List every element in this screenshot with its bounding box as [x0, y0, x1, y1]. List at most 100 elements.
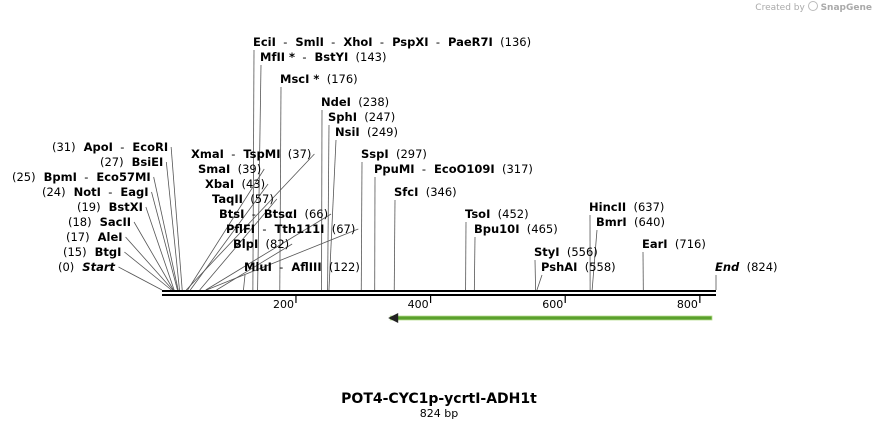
- label-text: (122): [322, 260, 360, 274]
- leader-line: [187, 168, 265, 291]
- label-text: (15): [63, 245, 87, 259]
- label-text: (37): [280, 147, 311, 161]
- enzyme-label[interactable]: TaqII (57): [212, 192, 274, 206]
- enzyme-label[interactable]: (31) ApoI - EcoRI: [52, 140, 168, 154]
- credit-prefix: Created by: [755, 3, 805, 13]
- label-text: -: [244, 207, 255, 221]
- site-name: SmlI: [287, 35, 324, 49]
- enzyme-label[interactable]: BtsI - BtsαI (66): [219, 207, 328, 221]
- enzyme-label[interactable]: SfcI (346): [394, 185, 457, 199]
- leader-line: [206, 228, 359, 291]
- leader-line: [327, 124, 330, 291]
- label-text: (57): [243, 192, 274, 206]
- label-text: -: [272, 260, 283, 274]
- enzyme-label[interactable]: MscI * (176): [280, 72, 358, 86]
- label-text: -: [113, 140, 124, 154]
- tick-label-600: 600: [542, 298, 563, 311]
- site-name: SacII: [92, 215, 131, 229]
- enzyme-label[interactable]: SphI (247): [328, 110, 395, 124]
- enzyme-label[interactable]: (27) BsiEI: [100, 155, 163, 169]
- enzyme-label[interactable]: TsoI (452): [465, 207, 529, 221]
- leader-line: [536, 274, 543, 291]
- leader-line: [205, 213, 332, 291]
- leader-line: [252, 49, 255, 291]
- feature-arrow-body[interactable]: [389, 315, 713, 321]
- label-text: (249): [360, 125, 398, 139]
- label-text: (716): [668, 237, 706, 251]
- enzyme-label[interactable]: BmrI (640): [596, 215, 665, 229]
- enzyme-label[interactable]: (25) BpmI - Eco57MI: [12, 170, 151, 184]
- label-text: (465): [519, 222, 557, 236]
- snapgene-credit: Created by SnapGene: [755, 1, 872, 13]
- label-text: -: [276, 35, 287, 49]
- feature-arrow[interactable]: [388, 313, 713, 323]
- label-text: -: [255, 222, 266, 236]
- credit-brand: SnapGene: [820, 3, 872, 13]
- site-name: SphI: [328, 110, 357, 124]
- enzyme-label[interactable]: (19) BstXI: [77, 200, 143, 214]
- site-name: SfcI: [394, 185, 418, 199]
- enzyme-label[interactable]: EarI (716): [642, 237, 706, 251]
- leader-line: [151, 191, 178, 291]
- site-name: EciI: [253, 35, 276, 49]
- site-name: PflFI: [226, 222, 255, 236]
- leader-line: [125, 236, 174, 291]
- label-text: (24): [42, 185, 66, 199]
- enzyme-label[interactable]: XmaI - TspMI (37): [191, 147, 311, 161]
- label-text: -: [429, 35, 440, 49]
- leader-line: [393, 199, 396, 291]
- leader-line: [534, 259, 536, 291]
- site-name: PpuMI: [374, 162, 415, 176]
- label-text: (27): [100, 155, 124, 169]
- enzyme-label[interactable]: HincII (637): [589, 200, 664, 214]
- enzyme-label[interactable]: PflFI - Tth111I (67): [226, 222, 355, 236]
- enzyme-label[interactable]: (15) BtgI: [63, 245, 121, 259]
- site-name: NdeI: [321, 95, 351, 109]
- label-text: -: [415, 162, 426, 176]
- site-name: BlpI: [233, 237, 258, 251]
- site-name: EcoO109I: [426, 162, 495, 176]
- enzyme-label[interactable]: NsiI (249): [335, 125, 398, 139]
- site-name: AleI: [90, 230, 123, 244]
- site-name: SmaI: [198, 162, 230, 176]
- site-name: TaqII: [212, 192, 243, 206]
- leader-line: [216, 243, 293, 291]
- site-name: PshAI: [541, 260, 577, 274]
- leader-line: [185, 153, 315, 291]
- enzyme-label[interactable]: (24) NotI - EagI: [42, 185, 149, 199]
- leader-line: [591, 229, 598, 291]
- leader-line: [189, 183, 269, 291]
- enzyme-label[interactable]: EciI - SmlI - XhoI - PspXI - PaeR7I (136…: [253, 35, 531, 49]
- enzyme-label[interactable]: MluI - AflIII (122): [244, 260, 360, 274]
- leader-line: [360, 161, 363, 291]
- enzyme-label[interactable]: SmaI (39): [198, 162, 261, 176]
- site-name: NotI: [66, 185, 101, 199]
- site-name: PspXI: [384, 35, 428, 49]
- enzyme-label[interactable]: MfII * - BstYI (143): [260, 50, 386, 64]
- label-text: (31): [52, 140, 76, 154]
- enzyme-label[interactable]: End (824): [715, 260, 778, 274]
- enzyme-label[interactable]: BlpI (82): [233, 237, 289, 251]
- label-text: (0): [58, 260, 74, 274]
- enzyme-label[interactable]: XbaI (43): [205, 177, 265, 191]
- enzyme-label[interactable]: StyI (556): [534, 245, 598, 259]
- site-name: Tth111I: [267, 222, 325, 236]
- site-name: MluI: [244, 260, 272, 274]
- site-name: Eco57MI: [88, 170, 150, 184]
- enzyme-label[interactable]: PshAI (558): [541, 260, 616, 274]
- site-name: Start: [74, 260, 115, 274]
- tick-label-800: 800: [677, 298, 698, 311]
- leader-lines: [118, 49, 717, 291]
- label-text: -: [101, 185, 112, 199]
- label-text: (558): [577, 260, 615, 274]
- enzyme-label[interactable]: NdeI (238): [321, 95, 389, 109]
- enzyme-label[interactable]: PpuMI - EcoO109I (317): [374, 162, 533, 176]
- enzyme-label[interactable]: SspI (297): [361, 147, 427, 161]
- enzyme-label[interactable]: (17) AleI: [66, 230, 123, 244]
- label-text: -: [295, 50, 306, 64]
- enzyme-label[interactable]: (18) SacII: [68, 215, 131, 229]
- enzyme-label[interactable]: Bpu10I (465): [474, 222, 558, 236]
- label-text: (17): [66, 230, 90, 244]
- enzyme-label[interactable]: (0) Start: [58, 260, 116, 274]
